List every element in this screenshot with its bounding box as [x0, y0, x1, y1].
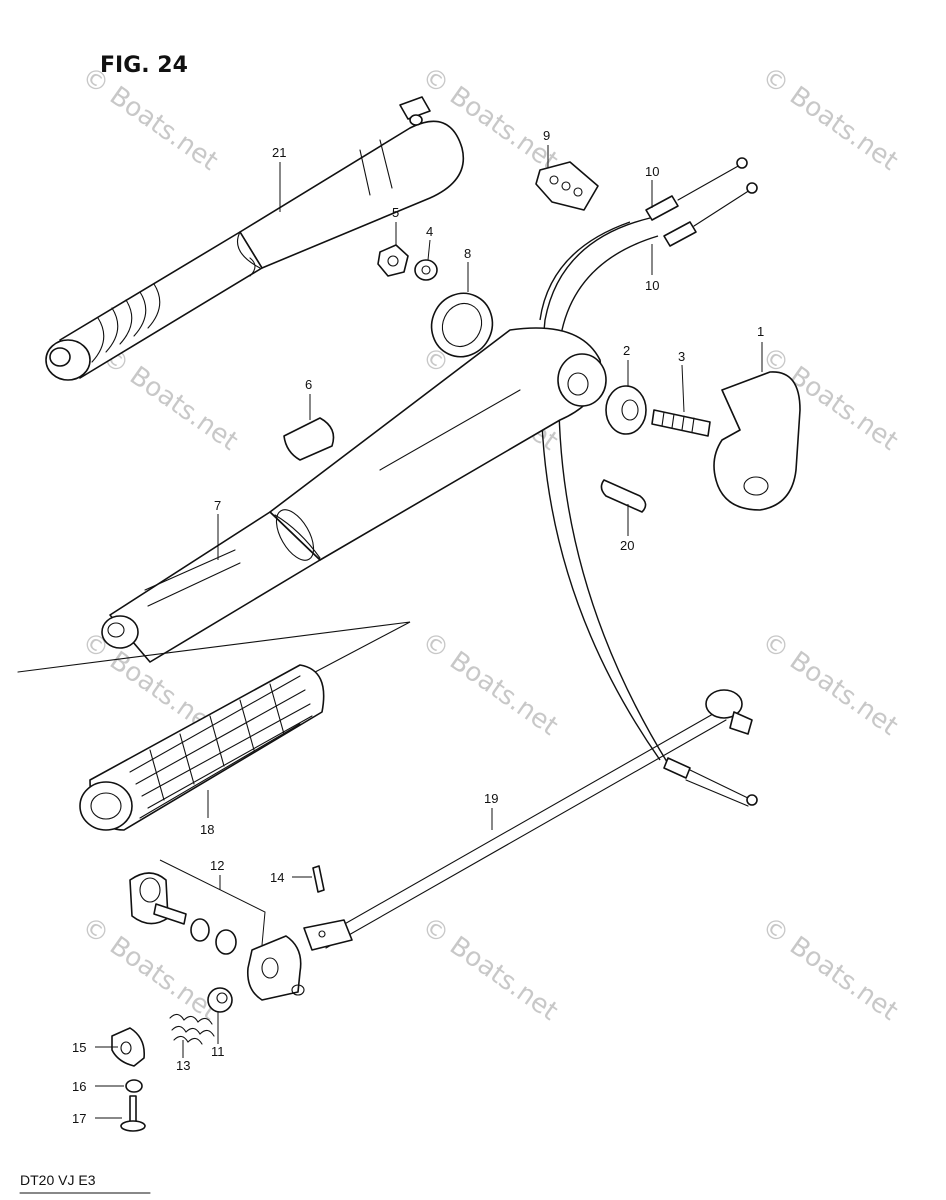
watermark: © Boats.net: [756, 626, 903, 742]
callout-13: 13: [176, 1058, 190, 1073]
watermark: © Boats.net: [416, 911, 563, 1027]
watermark: © Boats.net: [76, 61, 223, 177]
callout-12: 12: [210, 858, 224, 873]
callout-1: 1: [757, 324, 764, 339]
part-3-bolt: [651, 409, 711, 437]
watermark: © Boats.net: [96, 341, 243, 457]
part-9-grommet: [535, 161, 599, 211]
callout-4: 4: [426, 224, 433, 239]
callout-10-upper: 10: [645, 164, 659, 179]
callout-20: 20: [620, 538, 634, 553]
explode-indicator: [17, 621, 411, 681]
part-4-washer: [414, 259, 438, 281]
part-15-knob: [111, 1027, 146, 1067]
watermark: © Boats.net: [756, 911, 903, 1027]
callout-9: 9: [543, 128, 550, 143]
callout-15: 15: [72, 1040, 86, 1055]
watermark: © Boats.net: [416, 626, 563, 742]
callout-8: 8: [464, 246, 471, 261]
part-1-cover: [713, 371, 801, 511]
callout-3: 3: [678, 349, 685, 364]
watermark: © Boats.net: [756, 61, 903, 177]
watermarks: © Boats.net © Boats.net © Boats.net © Bo…: [76, 61, 903, 1027]
callout-5: 5: [392, 205, 399, 220]
part-8-ring: [430, 292, 494, 358]
part-21-handle-extension: [45, 96, 464, 381]
part-5-nut: [377, 244, 409, 277]
callout-17: 17: [72, 1111, 86, 1126]
callout-11: 11: [211, 1044, 225, 1059]
leader-lines: [95, 145, 763, 1119]
part-17-screw: [120, 1095, 146, 1132]
part-2-collar: [605, 385, 647, 435]
part-12-assembly: [129, 859, 305, 1001]
callout-21: 21: [272, 145, 286, 160]
part-14-pin: [312, 865, 325, 893]
part-16-washer: [125, 1079, 143, 1093]
callout-10-lower: 10: [645, 278, 659, 293]
part-7-tiller-arm: [101, 327, 607, 663]
part-6-bushing: [283, 417, 335, 461]
part-20-pin: [600, 479, 647, 513]
part-18-grip: [79, 664, 325, 831]
part-13-spring: [169, 1013, 215, 1045]
callout-16: 16: [72, 1079, 86, 1094]
callout-18: 18: [200, 822, 214, 837]
figure-title: FIG. 24: [100, 53, 188, 78]
callout-labels: 21 5 4 8 9 10 10 1 2 3 6 7 20 18 19 12 1…: [72, 128, 764, 1126]
callout-19: 19: [484, 791, 498, 806]
callout-2: 2: [623, 343, 630, 358]
callout-7: 7: [214, 498, 221, 513]
model-code: DT20 VJ E3: [20, 1172, 96, 1188]
part-11: [207, 987, 233, 1013]
callout-6: 6: [305, 377, 312, 392]
callout-14: 14: [270, 870, 284, 885]
part-19-rod: [303, 689, 753, 951]
